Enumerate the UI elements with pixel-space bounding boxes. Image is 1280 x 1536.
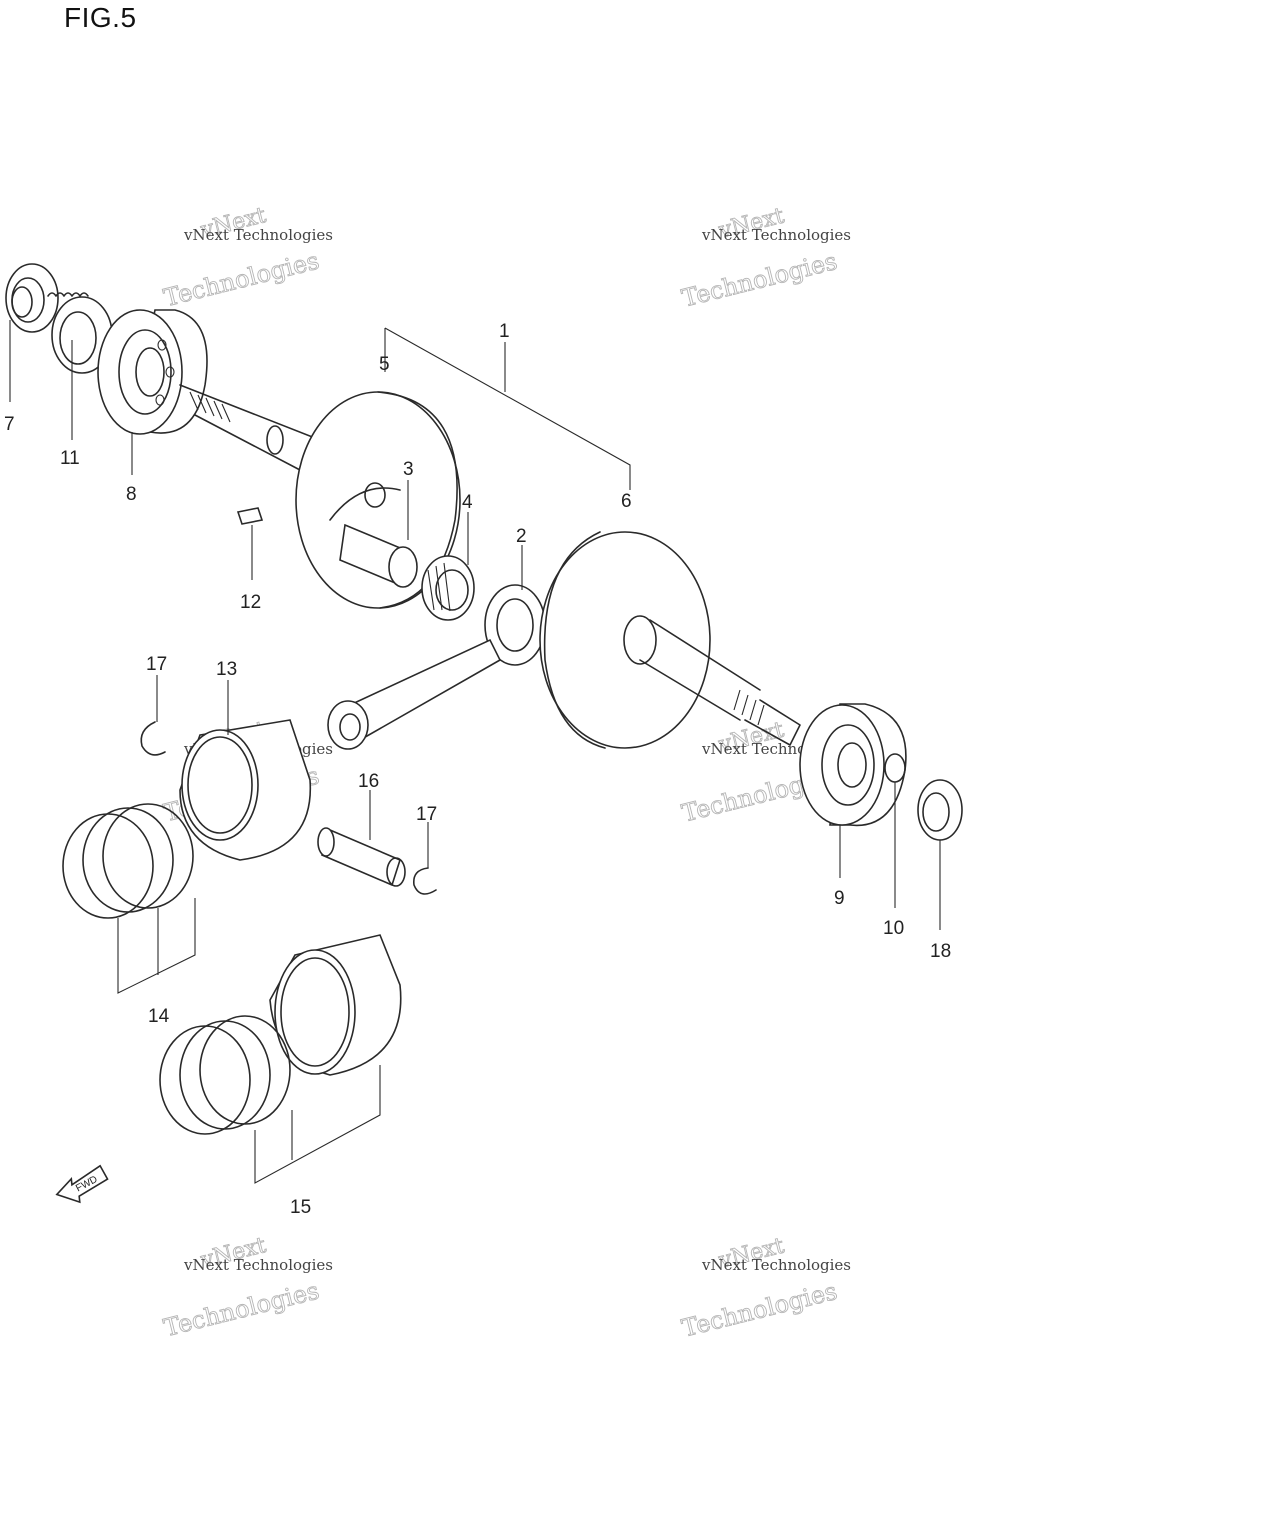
callout-15: 15 [290, 1197, 311, 1218]
crank-web-right [539, 531, 711, 749]
oil-seal-right [917, 779, 963, 841]
connecting-rod [327, 584, 546, 750]
callout-4: 4 [462, 492, 473, 513]
callout-5: 5 [379, 354, 390, 375]
callout-12: 12 [240, 592, 261, 613]
piston-pin-circlip-left [140, 721, 166, 756]
svg-text:Technologies: Technologies [679, 1277, 840, 1343]
callout-6: 6 [621, 491, 632, 512]
watermark-top-right: vNext vNext Technologies Technologies [679, 203, 851, 313]
callout-17-right: 17 [416, 804, 437, 825]
crankshaft-left-shaft [179, 384, 321, 471]
svg-text:Technologies: Technologies [679, 247, 840, 313]
callout-16: 16 [358, 771, 379, 792]
svg-text:vNext Technologies: vNext Technologies [701, 226, 851, 244]
piston-rings-set-1 [62, 803, 194, 919]
figure-title: FIG.5 [64, 2, 137, 33]
svg-text:vNext Technologies: vNext Technologies [701, 1256, 851, 1274]
callout-13: 13 [216, 659, 237, 680]
piston-pin [317, 827, 406, 887]
piston-pin-circlip-right [412, 867, 437, 895]
watermark-bottom-left: vNext vNext Technologies Technologies [161, 1233, 333, 1343]
piston-oversize [269, 934, 402, 1076]
svg-text:vNext Technologies: vNext Technologies [183, 1256, 333, 1274]
needle-bearing [421, 555, 475, 621]
crank-bearing-left [97, 309, 208, 435]
key [236, 507, 264, 525]
callout-9: 9 [834, 888, 845, 909]
callout-18: 18 [930, 941, 951, 962]
svg-text:vNext Technologies: vNext Technologies [183, 226, 333, 244]
svg-text:Technologies: Technologies [161, 1277, 322, 1343]
crankshaft-right-shaft [639, 619, 801, 746]
oil-seal-left [5, 263, 59, 333]
piston-rings-set-2 [159, 1015, 291, 1135]
callout-14: 14 [148, 1006, 170, 1027]
crank-web-left [295, 391, 461, 609]
callout-7: 7 [4, 414, 15, 435]
callout-2: 2 [516, 526, 527, 547]
callout-10: 10 [883, 918, 904, 939]
callout-3: 3 [403, 459, 414, 480]
leader-lines [9, 320, 941, 1184]
svg-text:Technologies: Technologies [161, 247, 322, 313]
watermark-top-left: vNext vNext Technologies Technologies [161, 203, 333, 313]
callout-8: 8 [126, 484, 137, 505]
callout-11: 11 [60, 448, 80, 469]
crank-bearing-right [799, 703, 907, 827]
callout-17-left: 17 [146, 654, 167, 675]
watermark-bottom-right: vNext vNext Technologies Technologies [679, 1233, 851, 1343]
crank-pin [339, 523, 418, 588]
forward-direction-arrow: FWD [55, 1164, 109, 1204]
piston-std [179, 719, 312, 861]
callout-1: 1 [499, 321, 510, 342]
